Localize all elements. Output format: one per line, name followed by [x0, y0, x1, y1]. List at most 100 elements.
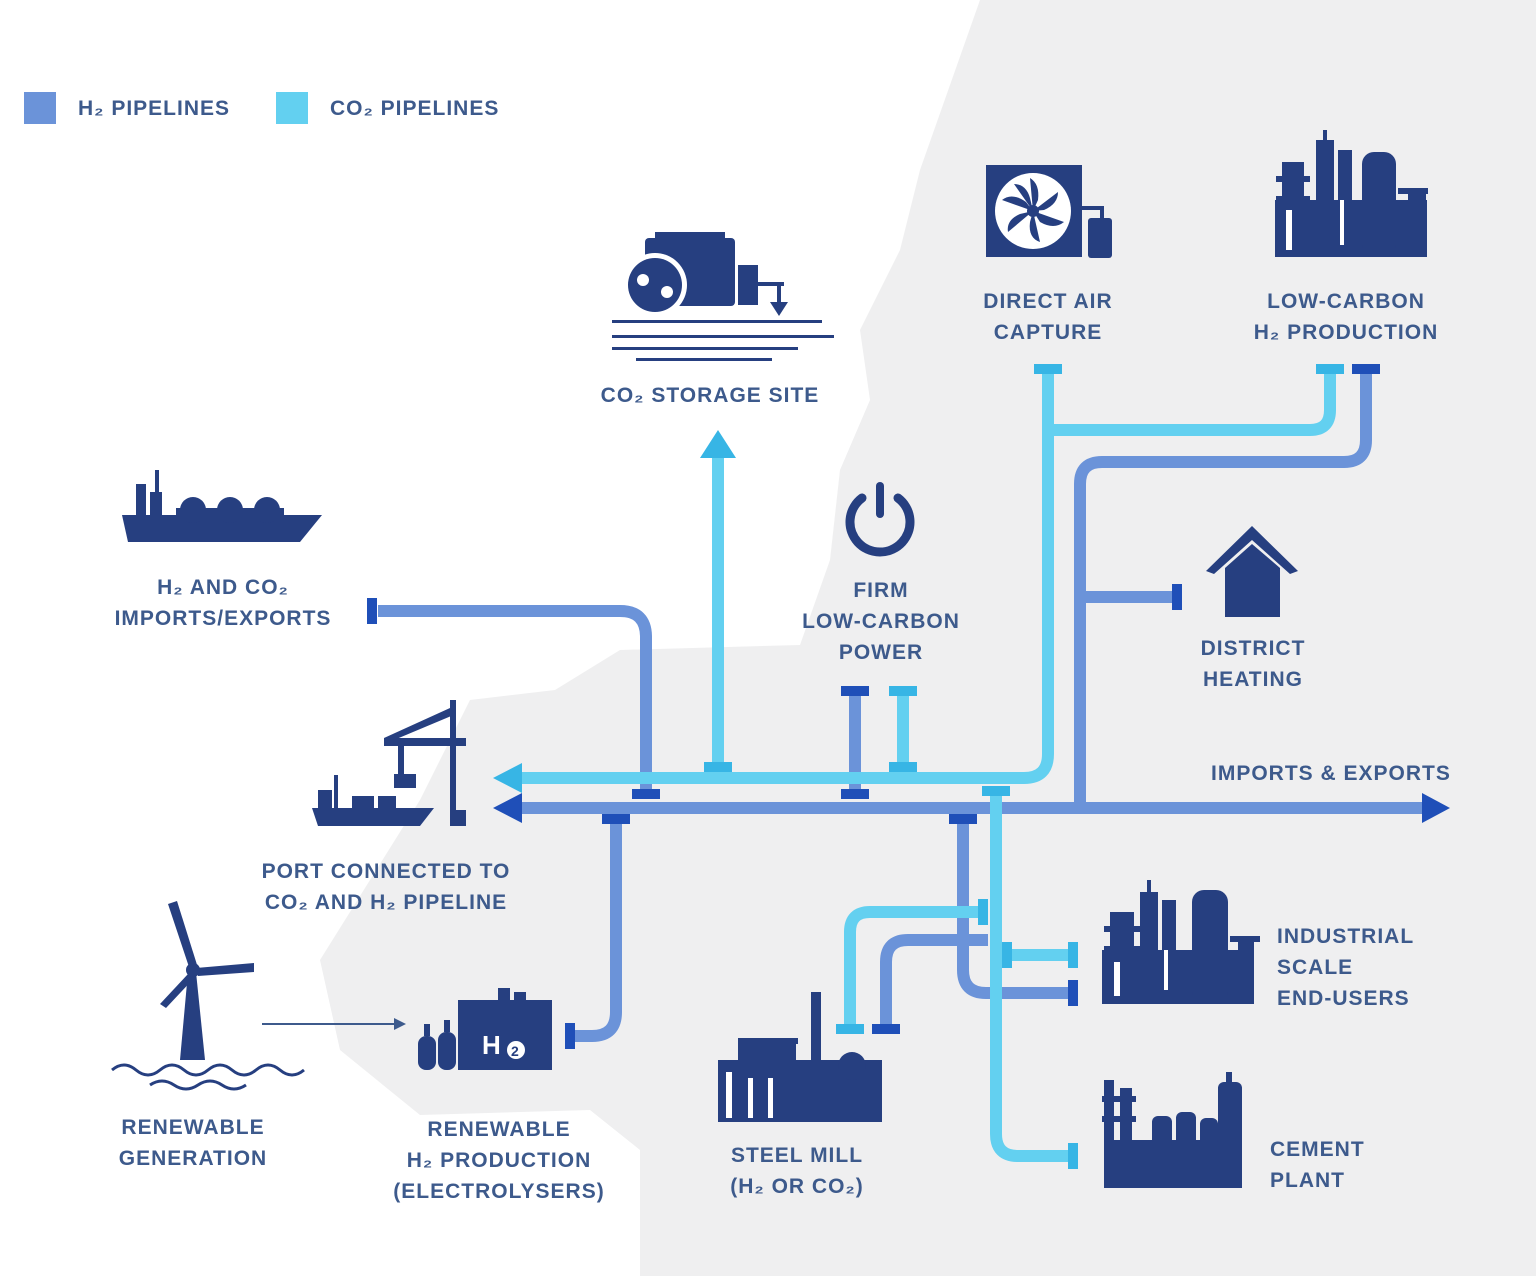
- label-line: RENEWABLE: [427, 1118, 571, 1141]
- house-icon: [1206, 526, 1298, 617]
- connector: [949, 814, 977, 824]
- label-renewable-generation: RENEWABLE GENERATION: [92, 1112, 294, 1174]
- label-line: H₂ AND CO₂: [157, 576, 289, 599]
- connector: [1068, 1143, 1078, 1169]
- connector: [1316, 364, 1344, 374]
- storage-tank-icon: [612, 232, 834, 361]
- connector: [1002, 942, 1012, 968]
- connector: [1068, 942, 1078, 968]
- connector: [367, 598, 377, 624]
- h2-trunk-arrow-right: [1422, 793, 1450, 823]
- label-imports-exports-arrow: IMPORTS & EXPORTS: [1211, 758, 1451, 789]
- connector: [1172, 584, 1182, 610]
- label-line: HEATING: [1203, 668, 1303, 691]
- h2-trunk-arrow-left: [493, 793, 522, 823]
- h2-pipe-steel-mill: [880, 934, 988, 1028]
- legend-label-h2: H₂ PIPELINES: [78, 96, 231, 120]
- co2-pipe-cement-down: [990, 792, 1070, 1162]
- label-line: IMPORTS & EXPORTS: [1211, 762, 1451, 785]
- label-line: LOW-CARBON: [802, 610, 960, 633]
- label-district-heating: DISTRICT HEATING: [1172, 633, 1334, 695]
- h2-pipe-electrolysers: [573, 820, 622, 1042]
- co2-trunk-arrow-left: [493, 763, 522, 793]
- label-co2-storage: CO₂ STORAGE SITE: [560, 380, 860, 411]
- label-industrial: INDUSTRIAL SCALE END-USERS: [1277, 921, 1414, 1014]
- wind-turbine-icon: [111, 901, 305, 1091]
- label-line: H₂ PRODUCTION: [406, 1149, 592, 1172]
- label-electrolysers: RENEWABLE H₂ PRODUCTION (ELECTROLYSERS): [376, 1114, 622, 1207]
- h2-pipelines: [378, 370, 1425, 1042]
- connector: [982, 786, 1010, 796]
- power-icon: [845, 482, 915, 557]
- label-line: DIRECT AIR: [983, 290, 1113, 313]
- label-line: GENERATION: [118, 1147, 268, 1170]
- industrial-plant-icon: [1102, 880, 1260, 1004]
- tanker-ship-icon: [122, 470, 322, 542]
- label-line: RENEWABLE: [121, 1116, 265, 1139]
- label-line: (ELECTROLYSERS): [393, 1180, 605, 1203]
- refinery-icon: [1275, 130, 1428, 257]
- connector: [978, 899, 988, 925]
- label-line: SCALE: [1277, 956, 1354, 979]
- h2-pipe-industrial: [957, 820, 1070, 999]
- label-line: H₂ PRODUCTION: [1253, 321, 1439, 344]
- label-firm-power: FIRM LOW-CARBON POWER: [780, 575, 982, 668]
- connector: [1068, 980, 1078, 1006]
- label-line: CEMENT: [1270, 1138, 1365, 1161]
- flow-arrow: [262, 1018, 406, 1030]
- co2-main-trunk: [520, 370, 1054, 784]
- connector: [632, 789, 660, 799]
- connector: [602, 814, 630, 824]
- label-imports-exports-ship: H₂ AND CO₂ IMPORTS/EXPORTS: [92, 572, 354, 634]
- co2-pipe-low-carbon-production: [1048, 370, 1336, 436]
- connector: [1034, 364, 1062, 374]
- label-cement-plant: CEMENT PLANT: [1270, 1134, 1365, 1196]
- label-direct-air-capture: DIRECT AIR CAPTURE: [930, 286, 1166, 348]
- connector: [872, 1024, 900, 1034]
- co2-pipelines: [520, 370, 1336, 1162]
- label-low-carbon-h2: LOW-CARBON H₂ PRODUCTION: [1216, 286, 1476, 348]
- steel-mill-icon: [718, 992, 882, 1122]
- label-line: DISTRICT: [1200, 637, 1306, 660]
- cement-plant-icon: [1102, 1072, 1242, 1188]
- connector: [565, 1023, 575, 1049]
- label-line: POWER: [838, 641, 924, 664]
- connector: [1352, 364, 1380, 374]
- legend-swatch-h2: [24, 92, 56, 124]
- label-line: IMPORTS/EXPORTS: [114, 607, 332, 630]
- label-line: PLANT: [1270, 1169, 1345, 1192]
- label-line: (H₂ OR CO₂): [730, 1175, 864, 1198]
- label-line: CAPTURE: [993, 321, 1103, 344]
- electrolyser-badge: H: [482, 1030, 501, 1060]
- connector: [889, 762, 917, 772]
- label-line: CO₂ STORAGE SITE: [600, 384, 820, 407]
- pipe-connectors: [367, 364, 1380, 1169]
- label-steel-mill: STEEL MILL (H₂ OR CO₂): [696, 1140, 898, 1202]
- h2-pipe-imports-ship: [378, 605, 652, 795]
- label-line: END-USERS: [1277, 987, 1410, 1010]
- connector: [704, 762, 732, 772]
- label-line: INDUSTRIAL: [1277, 925, 1415, 948]
- legend-swatch-co2: [276, 92, 308, 124]
- legend-h2: H₂ PIPELINES: [24, 92, 230, 124]
- label-line: STEEL MILL: [730, 1144, 864, 1167]
- fan-icon: [986, 165, 1112, 258]
- port-crane-icon: [312, 700, 466, 826]
- co2-storage-arrow-up: [700, 430, 736, 458]
- label-line: FIRM: [853, 579, 909, 602]
- connector: [841, 686, 869, 696]
- co2-pipe-steel-mill: [844, 906, 988, 1028]
- legend-co2: CO₂ PIPELINES: [276, 92, 499, 124]
- electrolyser-icon: H 2: [418, 988, 552, 1070]
- label-line: PORT CONNECTED TO: [261, 860, 511, 883]
- h2-pipe-low-carbon-production: [1074, 370, 1372, 808]
- legend-label-co2: CO₂ PIPELINES: [330, 96, 500, 120]
- connector: [841, 789, 869, 799]
- connector: [836, 1024, 864, 1034]
- label-line: LOW-CARBON: [1267, 290, 1425, 313]
- connector: [889, 686, 917, 696]
- label-port: PORT CONNECTED TO CO₂ AND H₂ PIPELINE: [230, 856, 542, 918]
- label-line: CO₂ AND H₂ PIPELINE: [264, 891, 508, 914]
- svg-text:2: 2: [511, 1043, 519, 1059]
